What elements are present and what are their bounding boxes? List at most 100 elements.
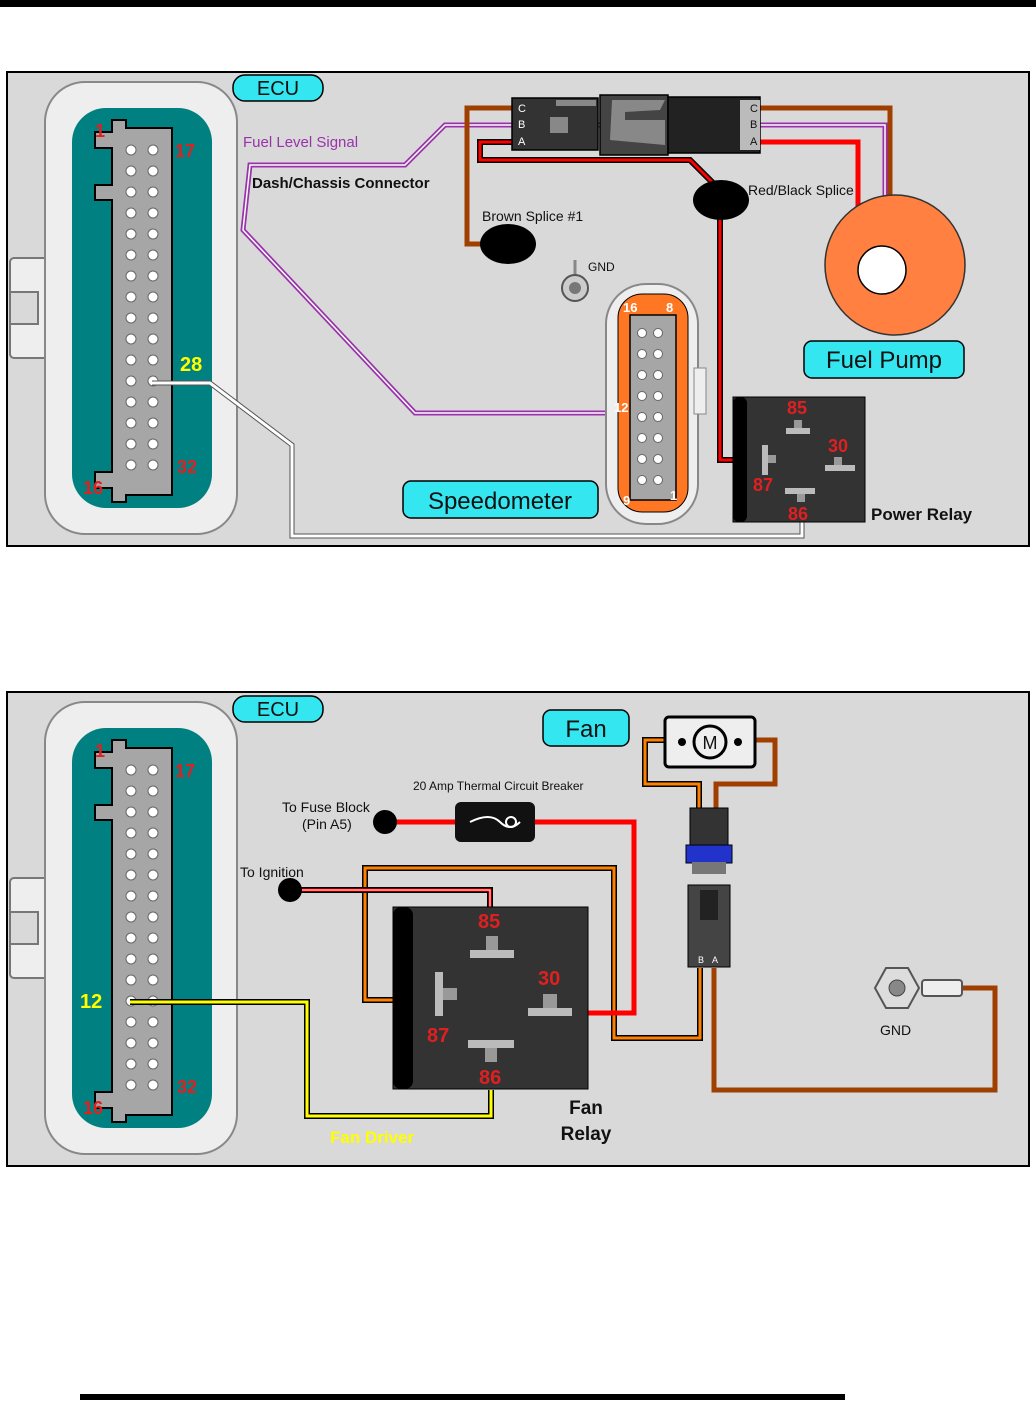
ecu-pin (147, 1058, 159, 1070)
fan-label: Fan (565, 716, 606, 743)
ecu-pin (147, 806, 159, 818)
fuel-level-signal-label: Fuel Level Signal (243, 134, 358, 151)
speedo-pin-12: 12 (614, 400, 628, 415)
speedo-pin (637, 370, 647, 380)
ecu2-pin-1: 1 (95, 741, 105, 761)
ecu-pin (125, 869, 137, 881)
speedo-pin (653, 349, 663, 359)
bottom-rule (80, 1394, 845, 1400)
fan-relay-87: 87 (427, 1025, 449, 1047)
speedo-pin (637, 349, 647, 359)
ecu-pin (147, 459, 159, 471)
ecu-pin (147, 228, 159, 240)
speedo-pin (653, 391, 663, 401)
ecu-pin (125, 186, 137, 198)
ecu-pin (147, 144, 159, 156)
speedometer-label-box (402, 480, 599, 519)
speedo-pin (653, 328, 663, 338)
ecu-pin (125, 375, 137, 387)
ecu-pin (125, 848, 137, 860)
ecu-pin (147, 1016, 159, 1028)
wire-red-black (478, 140, 722, 192)
to-ignition-label: To Ignition (240, 864, 304, 880)
ecu-pin (125, 228, 137, 240)
ecu2-pin-12: 12 (80, 991, 102, 1013)
ecu-pin (147, 207, 159, 219)
ecu-pin (147, 333, 159, 345)
ecu-pin-grid-1 (125, 144, 159, 471)
ecu-pin (147, 291, 159, 303)
power-relay-label: Power Relay (871, 505, 973, 524)
fan-conn-b: B (698, 955, 704, 965)
speedo-pin-16: 16 (623, 300, 637, 315)
ecu-pin (125, 827, 137, 839)
fan-relay-85: 85 (478, 911, 500, 933)
ecu-connector-1 (9, 81, 238, 535)
ecu-pin (125, 785, 137, 797)
ecu-pin (147, 417, 159, 429)
fan-driver-label: Fan Driver (330, 1128, 414, 1147)
fan-conn-a: A (712, 955, 718, 965)
circuit-breaker (455, 802, 535, 842)
brown-splice-label: Brown Splice #1 (482, 208, 583, 224)
ecu2-pin-16: 16 (83, 1098, 103, 1118)
ecu-pin (147, 396, 159, 408)
dash-chassis-connector (511, 94, 761, 156)
brown-splice (480, 224, 536, 264)
wire-orange-black (363, 866, 702, 1040)
ecu-pin (147, 438, 159, 450)
power-relay-85: 85 (787, 398, 807, 418)
ecu-pin (125, 333, 137, 345)
conn-left-c: C (518, 103, 526, 115)
ecu-pin (125, 207, 137, 219)
ecu-pin (125, 312, 137, 324)
ecu-pin (125, 396, 137, 408)
ecu-pin (125, 932, 137, 944)
power-relay-86: 86 (788, 504, 808, 524)
ecu1-pin-28: 28 (180, 354, 202, 376)
ecu-pin (125, 144, 137, 156)
speedo-pin (653, 433, 663, 443)
ecu-pin (147, 932, 159, 944)
ecu-pin (147, 848, 159, 860)
ecu-pin (125, 270, 137, 282)
fan-connector (685, 807, 733, 968)
ecu-pin (147, 911, 159, 923)
diagram-fuel-pump: 1 17 16 32 28 ECU (6, 71, 1030, 547)
ecu-connector-2 (9, 701, 238, 1155)
conn-left-a: A (518, 136, 526, 148)
speedo-pin (653, 412, 663, 422)
ecu-pin (125, 911, 137, 923)
ecu-pin (147, 827, 159, 839)
ecu-pin (125, 974, 137, 986)
ecu1-label-box (232, 74, 324, 102)
speedometer-connector (605, 283, 707, 525)
ecu-pin (147, 764, 159, 776)
ecu1-pin-1: 1 (95, 121, 105, 141)
fuel-pump-label-box (803, 340, 965, 379)
ecu-pin (147, 249, 159, 261)
ecu-pin (147, 890, 159, 902)
ecu-pin (125, 249, 137, 261)
ecu-pin (125, 1079, 137, 1091)
ecu2-pin-17: 17 (175, 761, 195, 781)
speedo-pin (637, 433, 647, 443)
speedo-pin-9: 9 (623, 493, 630, 508)
speedo-pin (637, 391, 647, 401)
ecu-pin (125, 1058, 137, 1070)
ecu-pin (125, 459, 137, 471)
ecu-pin (147, 1037, 159, 1049)
ecu1-pin-17: 17 (175, 141, 195, 161)
conn-right-c: C (750, 103, 758, 115)
top-rule (0, 0, 1036, 7)
fan-motor (663, 715, 757, 769)
ecu-pin (147, 270, 159, 282)
ecu1-pin-16: 16 (83, 478, 103, 498)
fuse-block-terminal (373, 810, 397, 834)
wire-ground (711, 968, 998, 1093)
ecu-pin (125, 1037, 137, 1049)
conn-left-b: B (518, 119, 525, 131)
dash-chassis-label: Dash/Chassis Connector (252, 175, 430, 192)
ecu2-pin-32: 32 (177, 1077, 197, 1097)
